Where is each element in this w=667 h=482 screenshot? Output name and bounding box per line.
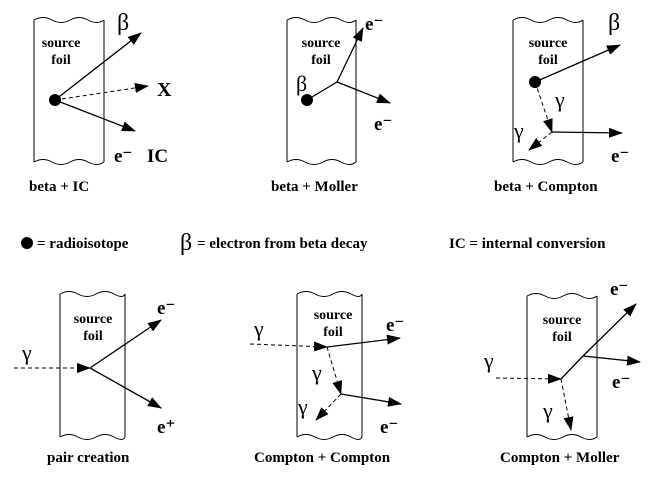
electron-label: e⁻ — [365, 14, 383, 35]
panel-compton-compton: source foil γ e⁻ γ γ e⁻ Compton + Compto… — [249, 291, 404, 466]
electron-label: e⁻ — [380, 417, 398, 438]
gamma-symbol: γ — [483, 348, 494, 373]
source-foil: source foil — [59, 291, 126, 440]
panel-caption: beta + Moller — [271, 179, 358, 195]
gamma-track — [249, 341, 328, 352]
foil-label: source — [42, 36, 81, 51]
compton-electron-track — [551, 127, 623, 138]
electron-track — [336, 27, 364, 83]
beta-track — [534, 44, 621, 83]
source-foil: source foil — [526, 293, 598, 440]
foil-label: foil — [552, 330, 572, 345]
panel-caption: beta + IC — [29, 179, 89, 195]
gamma-symbol: γ — [542, 398, 553, 423]
legend: = radioisotope β = electron from beta de… — [21, 230, 606, 256]
beta-symbol: β — [296, 71, 307, 96]
electron-label: e⁻ — [374, 114, 392, 135]
scattered-gamma-track — [326, 346, 343, 395]
foil-label: source — [543, 313, 582, 328]
legend-radioisotope: = radioisotope — [37, 236, 129, 252]
moller-electron-track — [336, 81, 391, 104]
x-label: X — [157, 79, 172, 101]
panel-caption: pair creation — [47, 450, 130, 466]
gamma-symbol: γ — [554, 87, 565, 112]
compton-electron-track — [340, 393, 402, 407]
scattered-gamma-track — [560, 378, 574, 431]
electron-label: e⁻ — [611, 146, 629, 167]
legend-beta: = electron from beta decay — [197, 236, 368, 252]
ic-label: IC — [147, 146, 168, 167]
legend-beta-symbol: β — [180, 230, 192, 256]
electron-label: e⁻ — [114, 146, 132, 167]
gamma-symbol: γ — [513, 118, 524, 143]
compton-electron-track — [326, 334, 401, 348]
positron-label: e⁺ — [157, 417, 175, 438]
panel-caption: Compton + Moller — [500, 450, 620, 466]
gamma-symbol: γ — [297, 394, 308, 419]
beta-symbol: β — [117, 10, 129, 36]
beta-track — [306, 81, 338, 101]
beta-symbol: β — [608, 10, 620, 36]
panel-beta-moller: source foil β e⁻ e⁻ beta + Moller — [271, 14, 392, 195]
electron-label: e⁻ — [386, 315, 404, 336]
foil-label: source — [302, 36, 341, 51]
foil-label: foil — [538, 53, 558, 68]
electron-track — [560, 355, 584, 380]
moller-electron-track — [582, 355, 641, 366]
source-foil: source foil — [33, 17, 105, 165]
source-foil: source foil — [296, 291, 363, 440]
conversion-electron-track — [54, 99, 136, 132]
electron-label: e⁻ — [157, 298, 175, 319]
xray-track — [54, 82, 149, 101]
foil-label: source — [314, 308, 353, 323]
foil-label: foil — [311, 53, 331, 68]
electron-label: e⁻ — [610, 279, 628, 300]
gamma-track — [534, 81, 553, 133]
panel-beta-ic: source foil β X e⁻ IC beta + IC — [29, 10, 172, 195]
foil-label: source — [529, 36, 568, 51]
electron-label: e⁻ — [612, 372, 630, 393]
positron-track — [89, 367, 162, 409]
legend-ic: IC = internal conversion — [449, 236, 606, 252]
panel-beta-compton: source foil β γ γ e⁻ beta + Compton — [494, 10, 629, 195]
source-foil: source foil — [512, 17, 584, 165]
foil-label: source — [74, 312, 113, 327]
panel-compton-moller: source foil γ e⁻ e⁻ γ Compton + Moller — [483, 279, 641, 466]
compton-electron-track — [582, 303, 637, 357]
gamma-track — [495, 373, 562, 384]
radioisotope-dot — [21, 237, 33, 249]
foil-label: foil — [323, 325, 343, 340]
gamma-symbol: γ — [21, 340, 32, 365]
foil-label: foil — [83, 329, 103, 344]
foil-label: foil — [51, 53, 71, 68]
panel-caption: Compton + Compton — [254, 450, 391, 466]
scattered-gamma-track — [315, 393, 342, 421]
source-foil: source foil — [286, 17, 357, 165]
scattered-gamma-track — [528, 131, 553, 151]
panel-pair-creation: source foil γ e⁻ e⁺ pair creation — [14, 291, 175, 466]
gamma-symbol: γ — [253, 316, 264, 341]
gamma-symbol: γ — [311, 360, 322, 385]
panel-caption: beta + Compton — [494, 179, 598, 195]
electron-track — [89, 319, 162, 369]
beta-track — [54, 32, 142, 101]
